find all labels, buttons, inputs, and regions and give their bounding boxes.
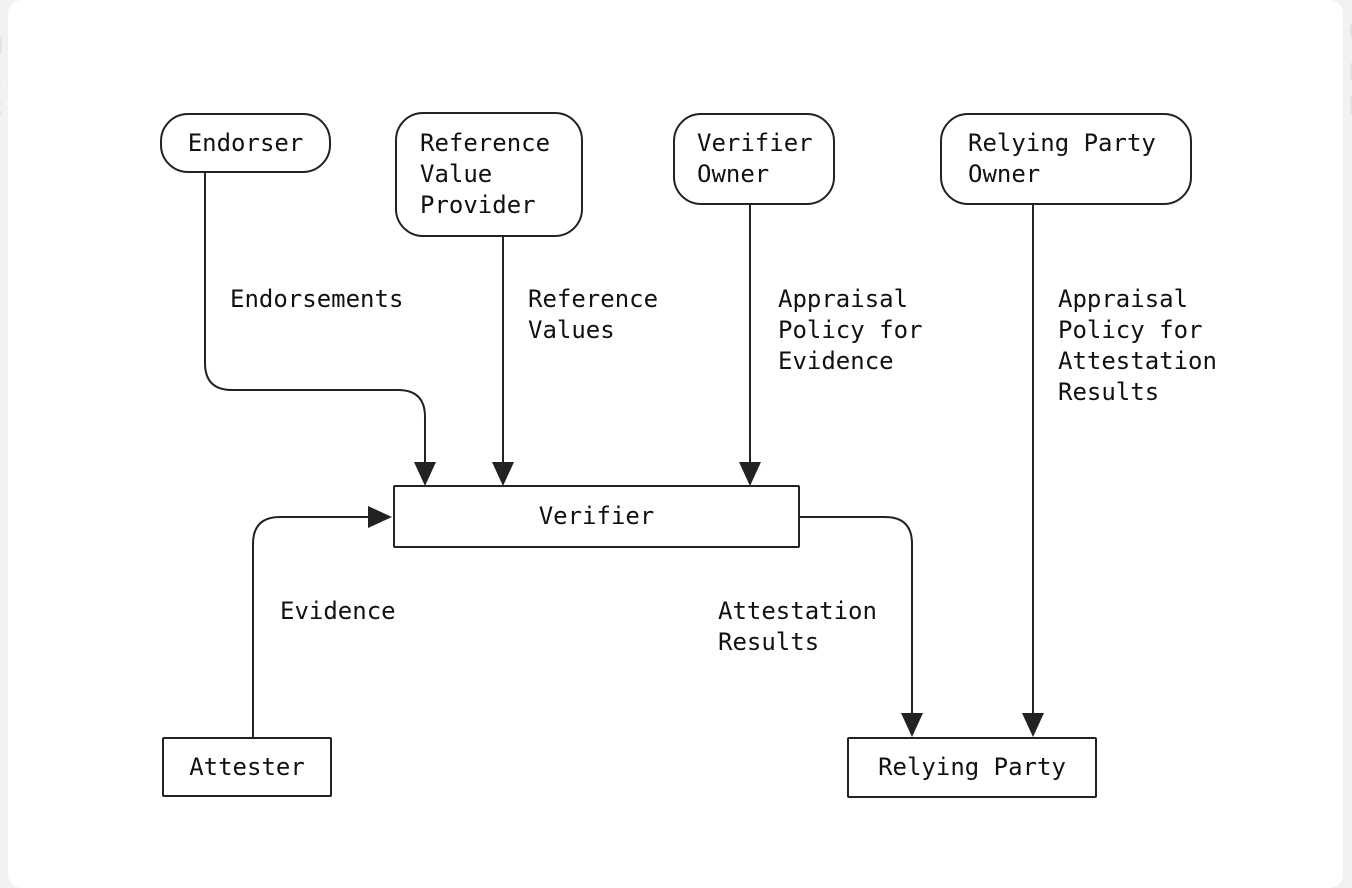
ghost-text-fragment: n: [1348, 84, 1352, 120]
ghost-text-fragment: c: [0, 58, 2, 94]
arrowhead-down-icon: [414, 462, 436, 486]
arrowhead-down-icon: [492, 462, 514, 486]
edge-label-reference-values: Reference Values: [528, 285, 659, 344]
edge-label-evidence: Evidence: [280, 597, 396, 625]
node-label: Endorser: [187, 128, 304, 157]
edge-label-appraisal-policy-evidence: Appraisal Policy for Evidence: [778, 285, 923, 375]
ghost-text-fragment: e: [1348, 10, 1352, 46]
node-attester: Attester: [162, 737, 332, 797]
node-label: Relying Party Owner: [968, 129, 1156, 188]
arrowhead-down-icon: [1022, 713, 1044, 737]
node-verifier-owner: Verifier Owner: [673, 113, 835, 205]
edge-label-appraisal-policy-attestation-results: Appraisal Policy for Attestation Results: [1058, 285, 1217, 406]
edge-attestation-results: [800, 516, 913, 715]
arrowhead-right-icon: [368, 506, 392, 528]
node-relying-party: Relying Party: [847, 737, 1097, 798]
node-label: Attester: [189, 752, 305, 781]
edge-evidence: [252, 516, 370, 737]
edge-endorsements: [204, 173, 426, 464]
ghost-text-fragment: h: [0, 24, 4, 60]
node-verifier: Verifier: [393, 485, 800, 548]
node-reference-value-provider: Reference Value Provider: [395, 112, 583, 237]
node-label: Reference Value Provider: [420, 129, 551, 219]
arrowhead-down-icon: [739, 462, 761, 486]
node-relying-party-owner: Relying Party Owner: [940, 113, 1192, 205]
edge-label-attestation-results: Attestation Results: [718, 597, 877, 656]
node-label: Verifier Owner: [697, 129, 813, 188]
node-endorser: Endorser: [160, 113, 331, 173]
node-label: Verifier: [538, 502, 655, 530]
ghost-text-fragment: u: [1348, 52, 1352, 88]
node-label: Relying Party: [878, 753, 1066, 781]
ghost-text-fragment: =: [0, 90, 3, 126]
arrowhead-down-icon: [901, 713, 923, 737]
edge-label-endorsements: Endorsements: [230, 285, 404, 313]
